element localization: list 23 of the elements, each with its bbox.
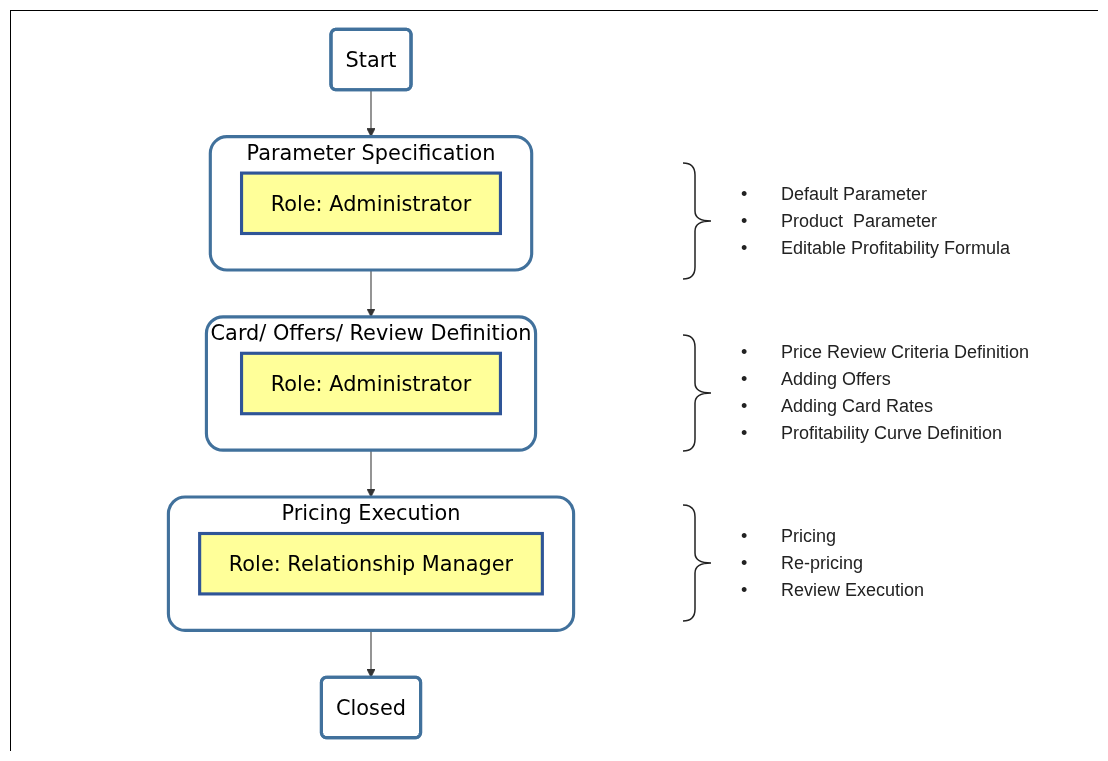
bullet-mark: • [741,578,749,602]
bullet-text: Pricing [781,525,837,546]
bullet-mark: • [741,422,749,445]
node-box: Role: Administrator [240,351,502,416]
bullet-text: Review Execution [781,579,925,600]
bullet-mark: • [741,395,749,418]
bullet-mark: • [741,368,749,391]
bullet-text: Profitability Curve Definition [781,423,1003,443]
bullet-mark: • [741,236,749,260]
bullet-mark: • [741,182,749,206]
bullet-text: Adding Offers [781,369,891,389]
node-box: Role: Administrator [240,171,502,236]
bullet-text: Re-pricing [781,552,864,573]
bullet-mark: • [741,551,749,575]
bullet-mark: • [741,341,749,364]
bullet-text: Product Parameter [781,210,938,231]
bullet-text: Price Review Criteria Definition [781,342,1030,362]
bullet-text: Default Parameter [781,183,928,204]
bullet-text: Adding Card Rates [781,396,934,416]
node-box: Role: Relationship Manager [198,531,544,596]
bullet-mark: • [741,524,749,548]
bullet-text: Editable Profitability Formula [781,237,1011,258]
bullet-mark: • [741,209,749,233]
